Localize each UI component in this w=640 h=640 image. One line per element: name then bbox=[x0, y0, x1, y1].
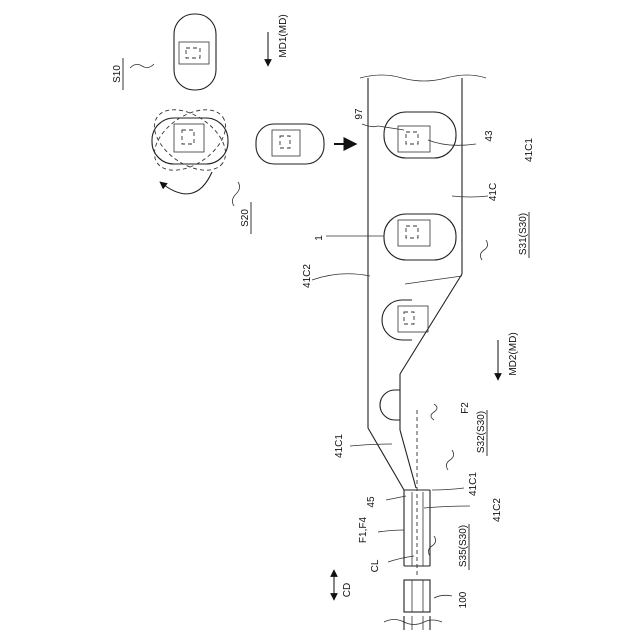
label-41c1-left: 41C1 bbox=[334, 434, 345, 458]
label-1: 1 bbox=[314, 235, 325, 241]
label-f2: F2 bbox=[460, 402, 471, 414]
cable-segment-100 bbox=[404, 580, 430, 612]
label-s32: S32(S30) bbox=[476, 411, 487, 453]
label-cl: CL bbox=[370, 559, 381, 572]
label-100: 100 bbox=[458, 591, 469, 608]
label-s31: S31(S30) bbox=[518, 213, 529, 255]
label-md2: MD2(MD) bbox=[508, 332, 519, 375]
cable-cut-end bbox=[384, 616, 442, 630]
label-97: 97 bbox=[354, 108, 365, 120]
label-41c2-left: 41C2 bbox=[302, 264, 313, 288]
label-f1-f4: F1,F4 bbox=[358, 517, 369, 544]
label-s20: S20 bbox=[240, 209, 251, 227]
label-cd: CD bbox=[342, 583, 353, 597]
step-s10-chip bbox=[174, 14, 216, 90]
conveyor-chip-3 bbox=[382, 300, 428, 340]
s10-leader bbox=[130, 64, 154, 68]
label-41c1-top: 41C1 bbox=[524, 138, 535, 162]
conveyor-chip-1 bbox=[384, 112, 456, 158]
label-45: 45 bbox=[366, 496, 377, 508]
rotation-arrow bbox=[160, 172, 212, 194]
cable-narrow-section bbox=[404, 410, 430, 576]
label-43: 43 bbox=[484, 130, 495, 142]
transfer-chip bbox=[256, 124, 324, 164]
conveyor-chip-4 bbox=[380, 390, 400, 420]
label-41c1-bottom: 41C1 bbox=[468, 472, 479, 496]
step-s20-rotating-chip bbox=[143, 97, 236, 182]
conveyor-chip-2 bbox=[384, 214, 456, 260]
label-41c: 41C bbox=[488, 183, 499, 201]
label-s10: S10 bbox=[112, 65, 123, 83]
conveyor-body bbox=[360, 75, 486, 490]
s20-leader bbox=[232, 182, 239, 206]
label-s35: S35(S30) bbox=[458, 525, 469, 567]
label-md1: MD1(MD) bbox=[278, 14, 289, 57]
label-41c2-bottom: 41C2 bbox=[492, 498, 503, 522]
